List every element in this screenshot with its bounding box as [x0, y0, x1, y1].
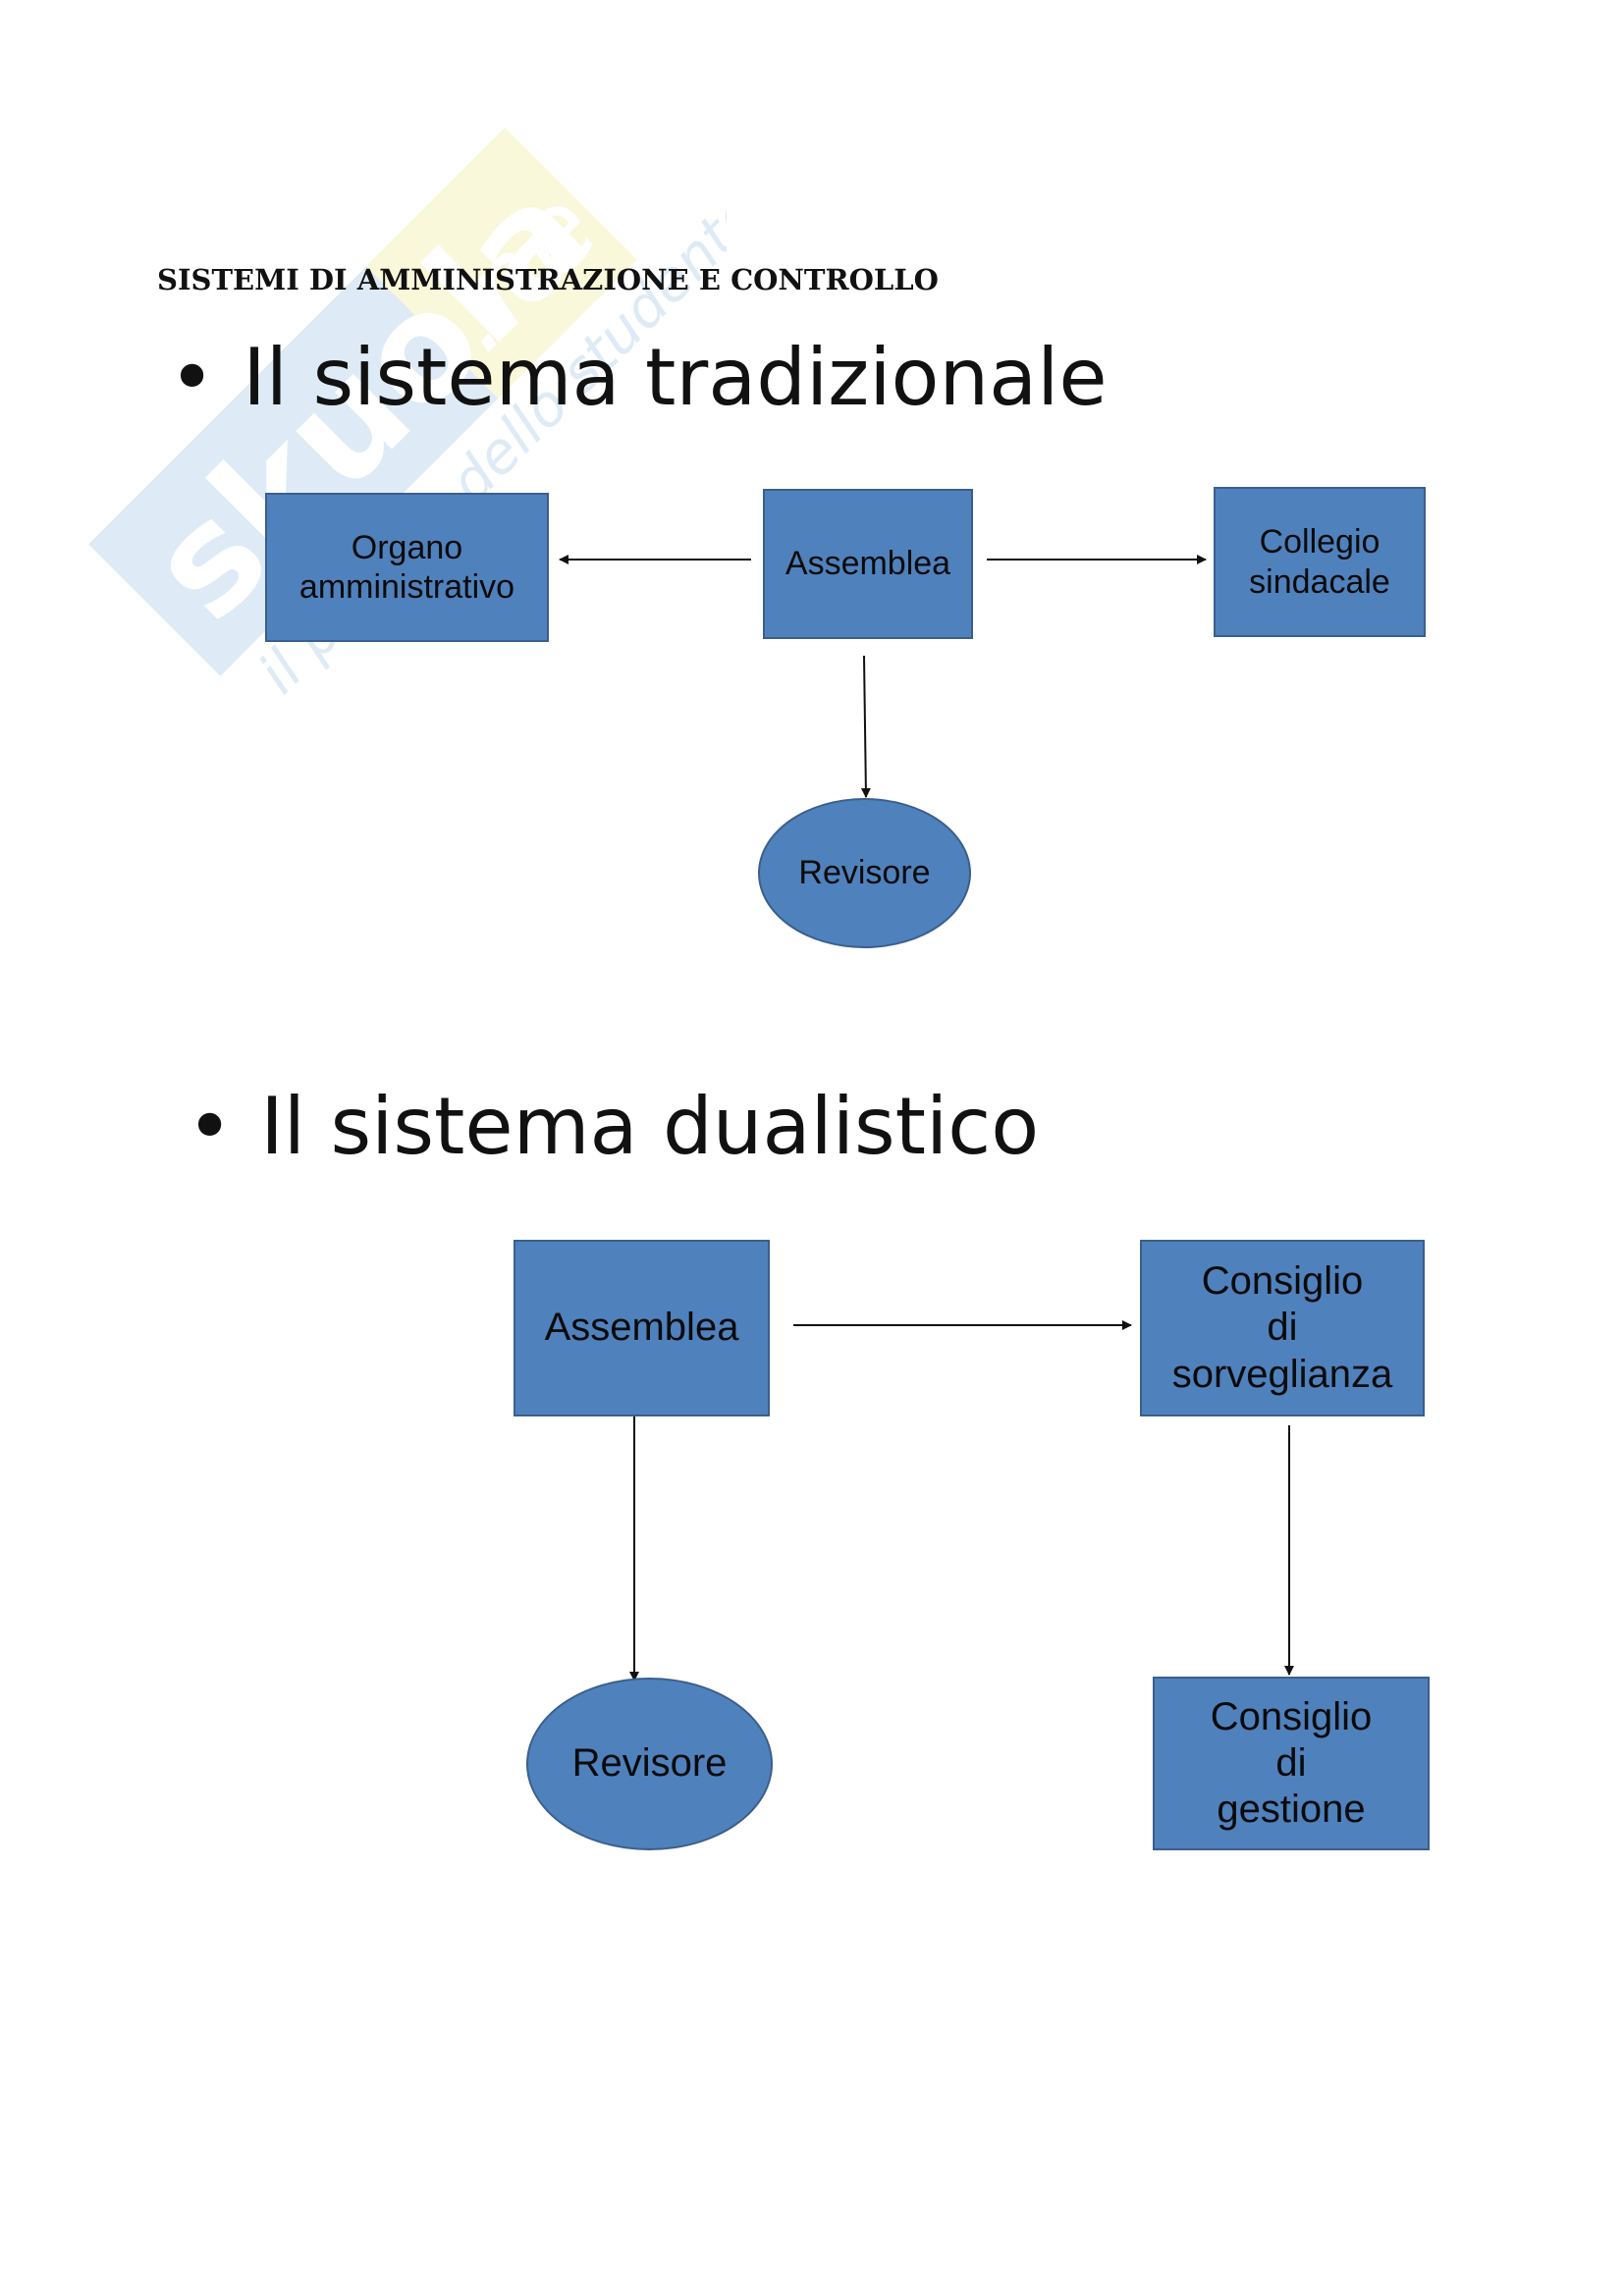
node-consiglio-gestione: Consiglio di gestione	[1153, 1677, 1430, 1850]
node-revisore-dualistic: Revisore	[526, 1678, 773, 1850]
section-title-traditional: •Il sistema tradizionale	[169, 339, 1108, 417]
page-heading: SISTEMI DI AMMINISTRAZIONE E CONTROLLO	[157, 263, 939, 296]
node-organo-amministrativo: Organo amministrativo	[265, 493, 549, 642]
arrow-assemblea-to-revisore	[860, 655, 871, 798]
node-collegio-sindacale: Collegio sindacale	[1214, 487, 1426, 637]
bullet: •	[169, 332, 216, 423]
node-assemblea: Assemblea	[763, 489, 973, 639]
section-title-text: Il sistema tradizionale	[243, 332, 1108, 423]
section-title-text: Il sistema dualistico	[260, 1081, 1040, 1172]
node-assemblea-dualistic: Assemblea	[514, 1240, 770, 1416]
section-title-dualistic: •Il sistema dualistico	[187, 1088, 1039, 1166]
node-consiglio-sorveglianza: Consiglio di sorveglianza	[1140, 1240, 1425, 1416]
node-revisore: Revisore	[758, 798, 971, 948]
bullet: •	[187, 1081, 234, 1172]
